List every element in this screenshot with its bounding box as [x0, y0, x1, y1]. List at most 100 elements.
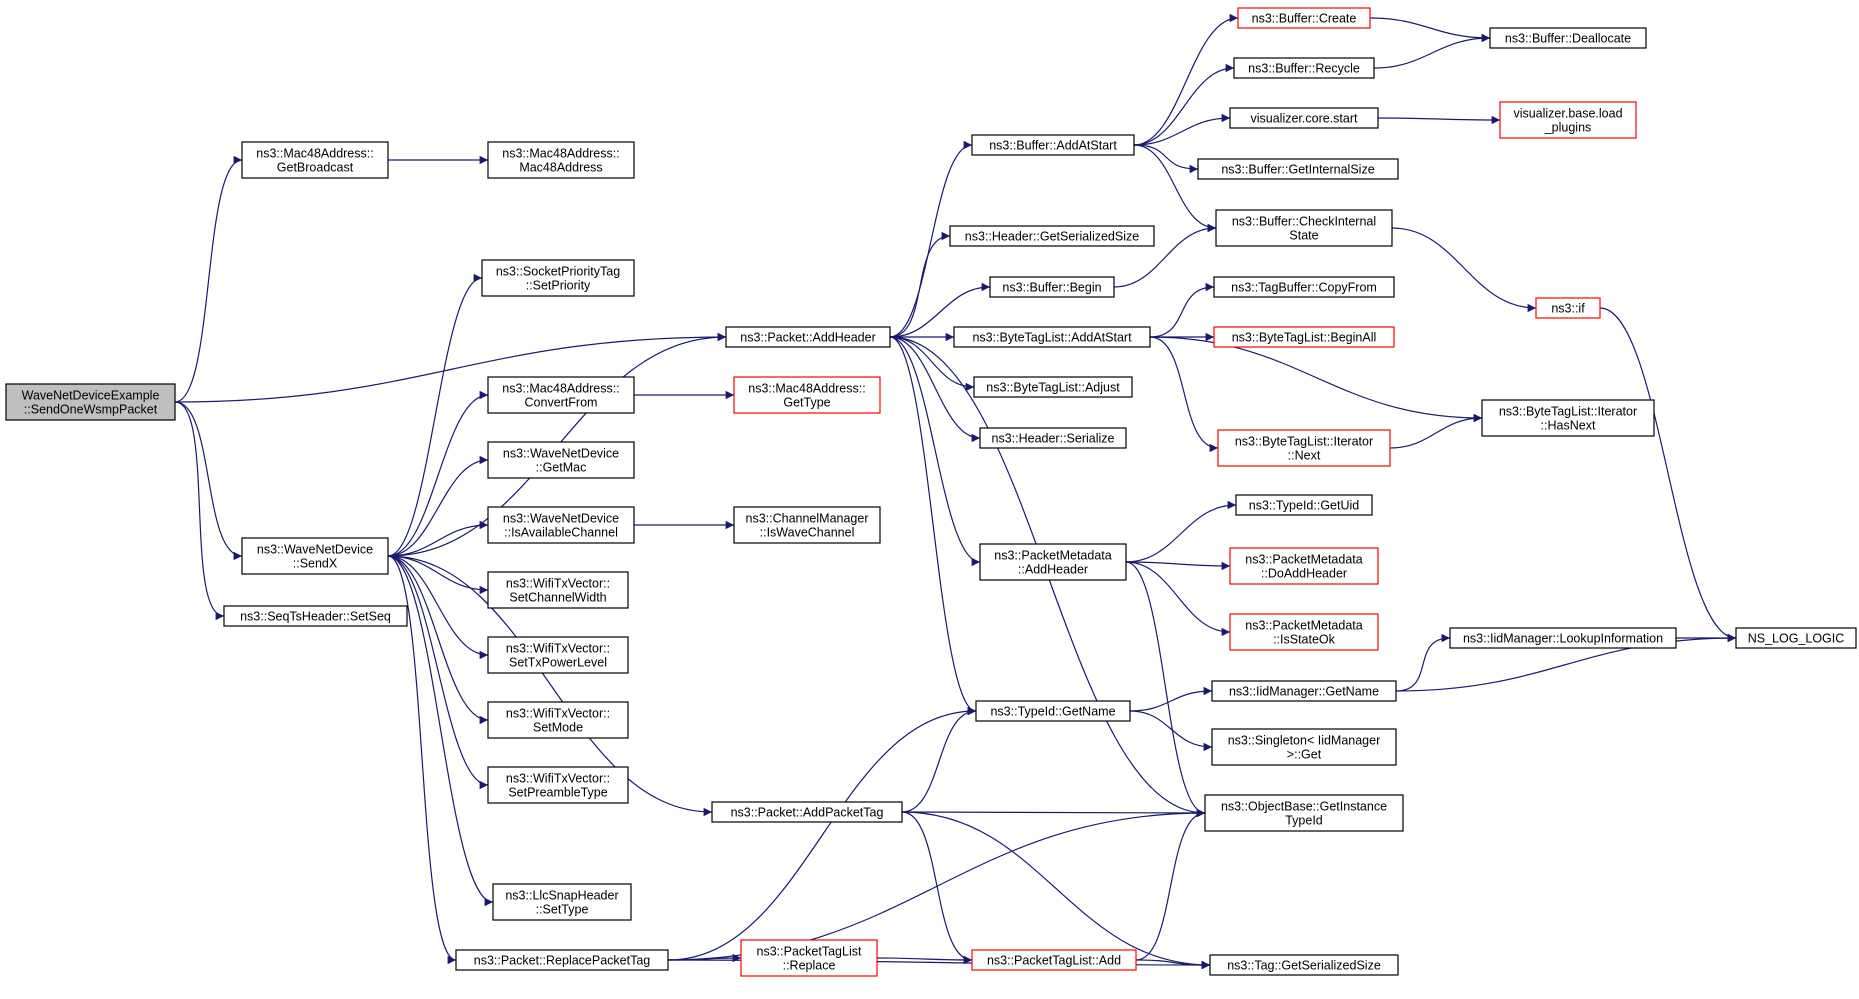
graph-node-mac-ctor[interactable]: ns3::Mac48Address::Mac48Address: [487, 141, 635, 179]
graph-node-mac-getbroadcast[interactable]: ns3::Mac48Address::GetBroadcast: [241, 141, 389, 179]
graph-node-sockprio[interactable]: ns3::SocketPriorityTag::SetPriority: [481, 259, 635, 297]
node-label-line: ns3::PacketMetadata: [994, 549, 1111, 563]
node-box: [975, 700, 1131, 722]
node-label-line: ns3::ObjectBase::GetInstance: [1221, 800, 1387, 814]
graph-node-buf-recycle[interactable]: ns3::Buffer::Recycle: [1233, 57, 1375, 79]
graph-node-singleton-get[interactable]: ns3::Singleton< IidManager>::Get: [1211, 728, 1397, 766]
call-edge-pm-addheader-to-pm-isstateok: [1125, 561, 1231, 637]
graph-node-ptl-replace[interactable]: ns3::PacketTagList::Replace: [740, 939, 878, 977]
node-label-line: ::HasNext: [1541, 419, 1596, 433]
node-label-line: GetType: [783, 396, 830, 410]
call-edge-buf-create-to-buf-dealloc: [1369, 17, 1491, 43]
graph-node-typeid-getname[interactable]: ns3::TypeId::GetName: [975, 700, 1131, 722]
call-edge-ptl-add-to-objbase-getinst: [1135, 808, 1206, 961]
graph-node-btl-adjust[interactable]: ns3::ByteTagList::Adjust: [973, 376, 1133, 398]
graph-node-typeid-getuid[interactable]: ns3::TypeId::GetUid: [1235, 494, 1373, 516]
node-label-line: ns3::Singleton< IidManager: [1228, 734, 1381, 748]
graph-node-pkt-replacetag[interactable]: ns3::Packet::ReplacePacketTag: [455, 949, 669, 971]
node-label-line: ns3::PacketTagList::Add: [987, 954, 1121, 968]
graph-node-pkt-addpackettag[interactable]: ns3::Packet::AddPacketTag: [711, 801, 903, 823]
node-label-line: ns3::Mac48Address::: [502, 382, 619, 396]
node-box: [487, 571, 629, 609]
graph-node-ns3-if[interactable]: ns3::if: [1535, 297, 1601, 319]
graph-node-ptl-add[interactable]: ns3::PacketTagList::Add: [971, 949, 1137, 971]
graph-node-mac-gettype[interactable]: ns3::Mac48Address::GetType: [733, 376, 881, 414]
graph-node-tagbuf-copyfrom[interactable]: ns3::TagBuffer::CopyFrom: [1213, 276, 1395, 298]
graph-node-btl-beginall[interactable]: ns3::ByteTagList::BeginAll: [1213, 326, 1395, 348]
call-edge-ns3-if-to-ns-log-logic: [1599, 307, 1737, 643]
call-edge-btl-addatstart-to-btl-iter-next: [1149, 336, 1219, 453]
node-label-line: SetPreambleType: [508, 786, 607, 800]
graph-node-iid-lookup[interactable]: ns3::IidManager::LookupInformation: [1449, 627, 1677, 649]
edge-layer: [174, 13, 1737, 970]
node-label-line: ns3::TypeId::GetUid: [1249, 499, 1360, 513]
call-edge-wnd-sendx-to-wifi-txpower: [387, 555, 489, 660]
node-label-line: ns3::Buffer::AddAtStart: [989, 139, 1117, 153]
node-box: [1197, 158, 1399, 180]
node-box: [487, 766, 629, 804]
call-edge-typeid-getname-to-iid-getname: [1129, 686, 1213, 712]
graph-node-wifi-preamble[interactable]: ns3::WifiTxVector::SetPreambleType: [487, 766, 629, 804]
call-edge-buf-checkint-to-ns3-if: [1391, 227, 1537, 313]
call-edge-buf-recycle-to-buf-dealloc: [1373, 33, 1491, 69]
graph-node-llc-settype[interactable]: ns3::LlcSnapHeader::SetType: [492, 883, 632, 921]
call-edge-buf-addatstart-to-viz-start: [1133, 113, 1231, 146]
node-box: [979, 427, 1127, 449]
node-label-line: ::DoAddHeader: [1261, 567, 1347, 581]
graph-node-pm-doaddheader[interactable]: ns3::PacketMetadata::DoAddHeader: [1229, 547, 1379, 585]
call-edge-pkt-addpackettag-to-objbase-getinst: [901, 808, 1206, 818]
node-label-line: ns3::SeqTsHeader::SetSeq: [240, 610, 391, 624]
graph-node-buf-dealloc[interactable]: ns3::Buffer::Deallocate: [1489, 27, 1647, 49]
graph-node-wnd-getmac[interactable]: ns3::WaveNetDevice::GetMac: [487, 441, 635, 479]
call-edge-viz-start-to-viz-loadplugins: [1377, 115, 1501, 125]
graph-node-pm-isstateok[interactable]: ns3::PacketMetadata::IsStateOk: [1229, 613, 1379, 651]
node-box: [953, 326, 1151, 348]
graph-node-btl-iter-next[interactable]: ns3::ByteTagList::Iterator::Next: [1217, 429, 1391, 467]
node-label-line: ::SetPriority: [526, 279, 591, 293]
node-label-line: ns3::SocketPriorityTag: [496, 265, 620, 279]
graph-node-wifi-txpower[interactable]: ns3::WifiTxVector::SetTxPowerLevel: [487, 636, 629, 674]
node-label-line: ::IsWaveChannel: [760, 526, 855, 540]
graph-node-wifi-chwidth[interactable]: ns3::WifiTxVector::SetChannelWidth: [487, 571, 629, 609]
node-label-line: ns3::ByteTagList::Adjust: [986, 381, 1120, 395]
graph-node-root[interactable]: WaveNetDeviceExample::SendOneWsmpPacket: [5, 383, 176, 421]
graph-node-seqts[interactable]: ns3::SeqTsHeader::SetSeq: [223, 605, 408, 627]
call-edge-btl-addatstart-to-tagbuf-copyfrom: [1149, 282, 1215, 338]
graph-node-wnd-isavail[interactable]: ns3::WaveNetDevice::IsAvailableChannel: [487, 506, 635, 544]
graph-node-wnd-sendx[interactable]: ns3::WaveNetDevice::SendX: [241, 537, 389, 575]
graph-node-viz-start[interactable]: visualizer.core.start: [1229, 107, 1379, 129]
node-box: [492, 883, 632, 921]
node-label-line: ns3::Mac48Address::: [256, 147, 373, 161]
graph-node-mac-convertfrom[interactable]: ns3::Mac48Address::ConvertFrom: [487, 376, 635, 414]
graph-node-buf-begin[interactable]: ns3::Buffer::Begin: [989, 276, 1115, 298]
node-label-line: ns3::WifiTxVector::: [506, 642, 610, 656]
graph-node-tag-getsersize[interactable]: ns3::Tag::GetSerializedSize: [1209, 954, 1399, 976]
graph-node-btl-addatstart[interactable]: ns3::ByteTagList::AddAtStart: [953, 326, 1151, 348]
call-edge-wnd-sendx-to-wnd-isavail: [387, 520, 489, 557]
graph-node-ns-log-logic[interactable]: NS_LOG_LOGIC: [1735, 627, 1857, 649]
node-label-line: ns3::ChannelManager: [746, 512, 869, 526]
call-edge-wnd-sendx-to-pkt-replacetag: [387, 555, 457, 965]
node-box: [1229, 107, 1379, 129]
graph-node-iid-getname[interactable]: ns3::IidManager::GetName: [1211, 680, 1397, 702]
graph-node-pkt-addheader[interactable]: ns3::Packet::AddHeader: [725, 326, 891, 348]
graph-node-buf-getintsize[interactable]: ns3::Buffer::GetInternalSize: [1197, 158, 1399, 180]
node-label-line: ::Next: [1288, 449, 1321, 463]
node-box: [1204, 794, 1404, 832]
node-layer: WaveNetDeviceExample::SendOneWsmpPacketn…: [5, 7, 1857, 977]
node-box: [487, 506, 635, 544]
graph-node-chmgr-iswave[interactable]: ns3::ChannelManager::IsWaveChannel: [733, 506, 881, 544]
node-label-line: ns3::Buffer::Deallocate: [1505, 32, 1631, 46]
node-label-line: ns3::WaveNetDevice: [503, 512, 619, 526]
node-label-line: SetChannelWidth: [509, 591, 606, 605]
graph-node-buf-addatstart[interactable]: ns3::Buffer::AddAtStart: [971, 134, 1135, 156]
graph-node-pm-addheader[interactable]: ns3::PacketMetadata::AddHeader: [979, 543, 1127, 581]
graph-node-buf-create[interactable]: ns3::Buffer::Create: [1237, 7, 1371, 29]
graph-node-btl-iter-hasnext[interactable]: ns3::ByteTagList::Iterator::HasNext: [1481, 399, 1655, 437]
graph-node-hdr-serialize[interactable]: ns3::Header::Serialize: [979, 427, 1127, 449]
graph-node-viz-loadplugins[interactable]: visualizer.base.load_plugins: [1499, 101, 1637, 139]
graph-node-hdr-getsersize[interactable]: ns3::Header::GetSerializedSize: [949, 225, 1155, 247]
graph-node-wifi-mode[interactable]: ns3::WifiTxVector::SetMode: [487, 701, 629, 739]
